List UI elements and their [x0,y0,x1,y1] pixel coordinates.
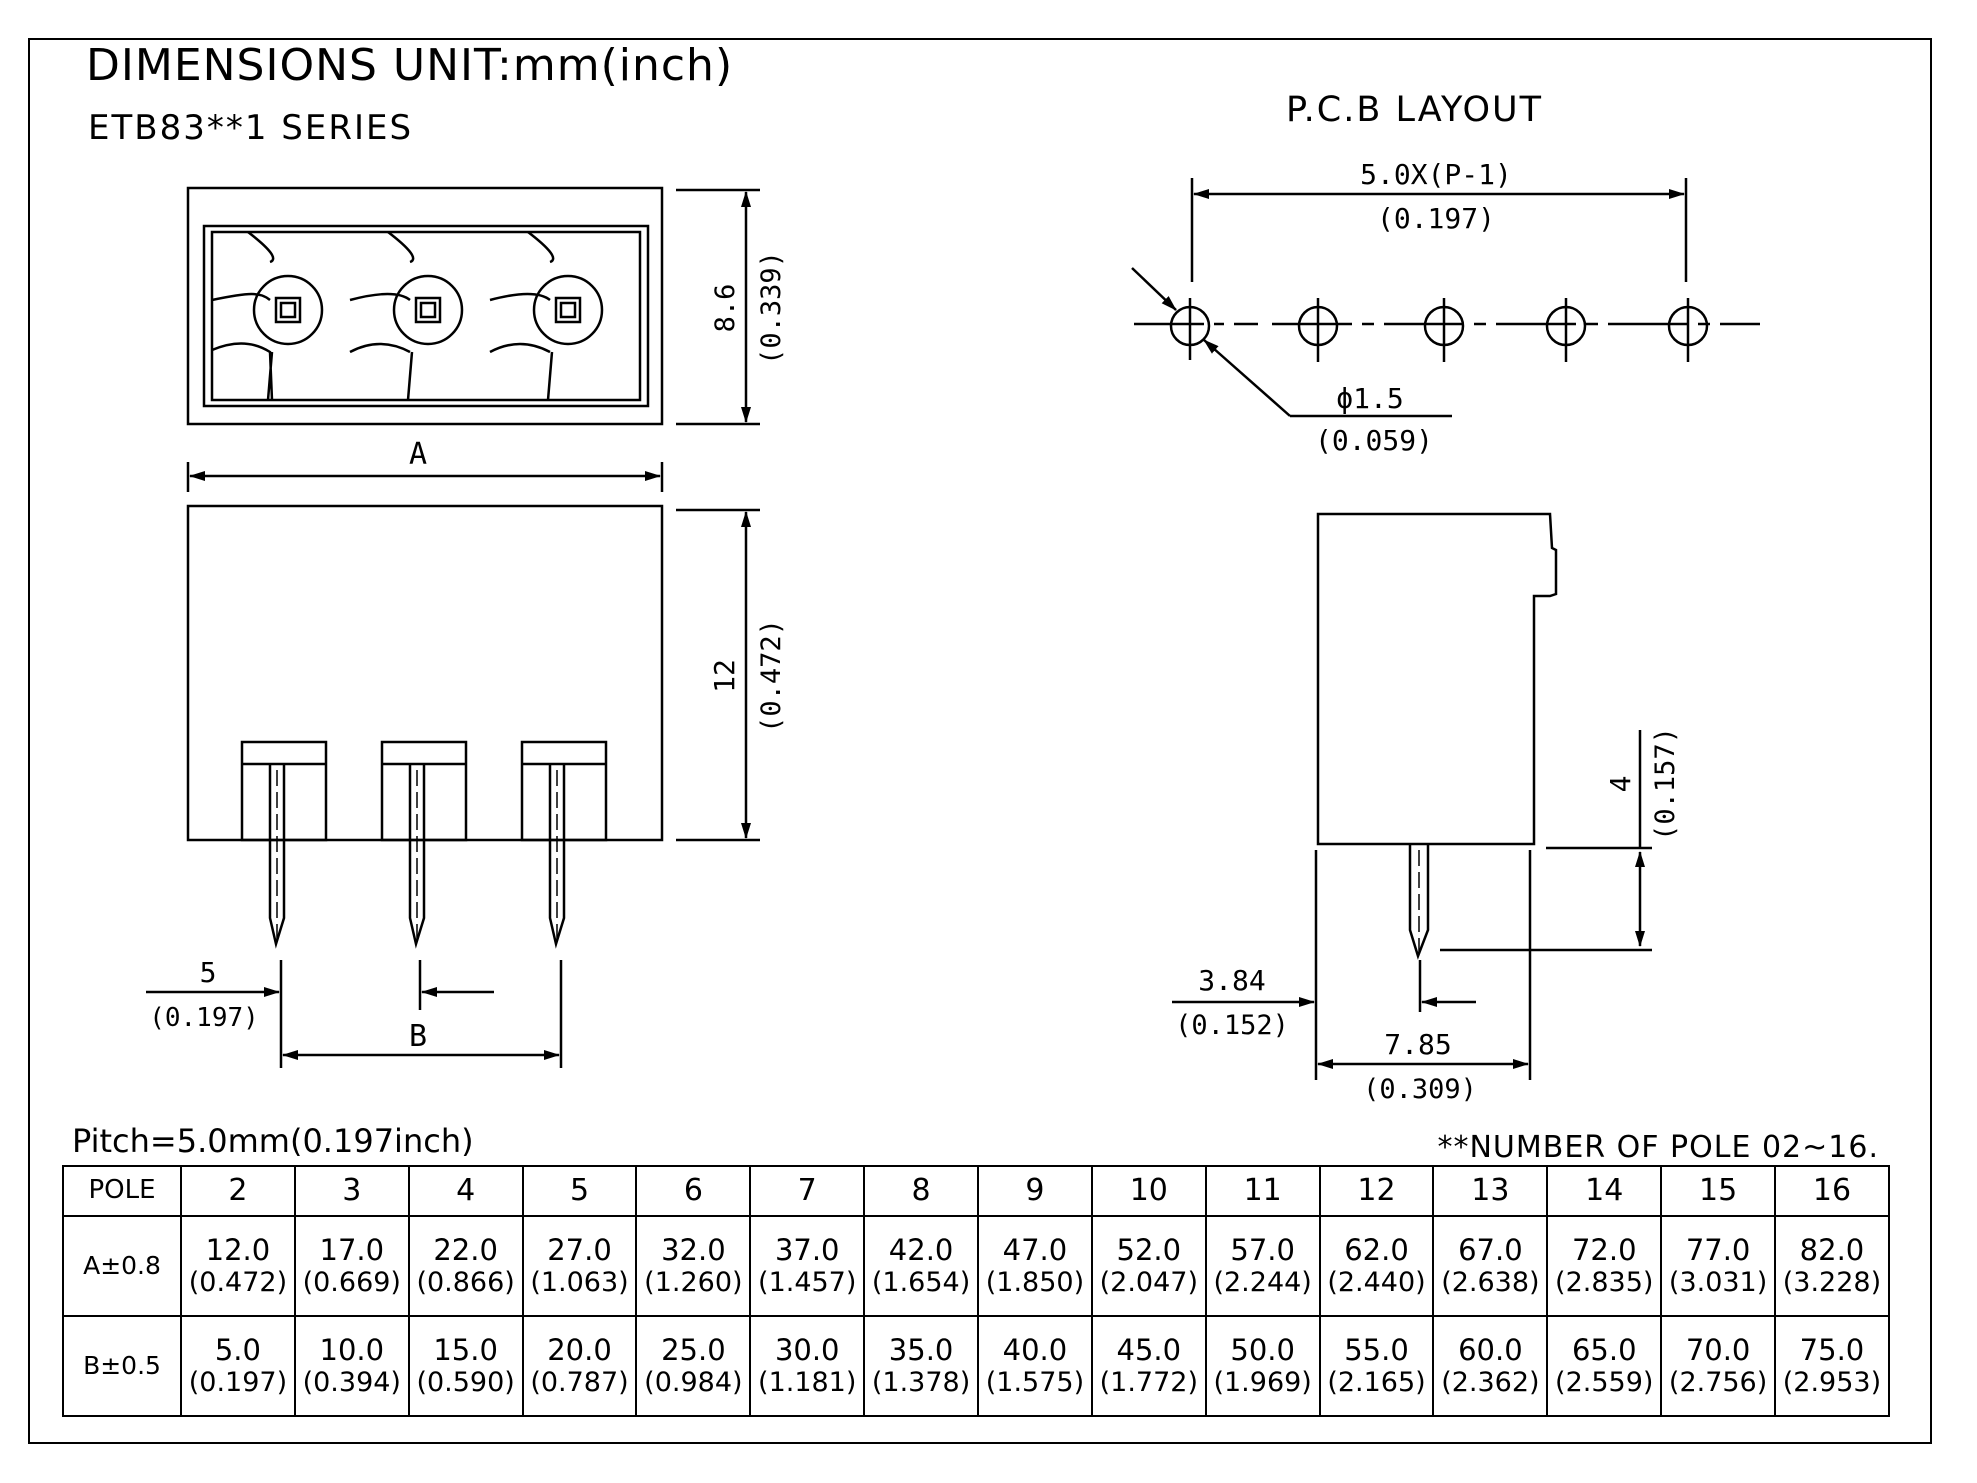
pitch-dim: 5 [200,956,217,989]
row-label: A±0.8 [62,1215,182,1317]
table-cell: 70.0(2.756) [1660,1315,1777,1417]
table-cell: 47.0(1.850) [977,1215,1093,1317]
table-header-label: POLE [62,1165,182,1217]
table-cell: 40.0(1.575) [977,1315,1093,1417]
table-cell: 42.0(1.654) [863,1215,980,1317]
pole-count: 9 [977,1165,1093,1217]
pole-count: 16 [1774,1165,1890,1217]
pole-count: 8 [863,1165,980,1217]
pole-count: 12 [1318,1165,1435,1217]
row-label: B±0.5 [62,1315,182,1417]
table-cell: 67.0(2.638) [1432,1215,1549,1317]
pole-count: 3 [293,1165,410,1217]
pcb-hole-pattern [1134,298,1760,362]
table-cell: 52.0(2.047) [1090,1215,1207,1317]
depth-dim: 7.85 [1384,1028,1451,1061]
front-view [186,504,664,949]
pin-length-dim: 4 [1604,776,1637,793]
pcb-span-dim: 5.0X(P-1) [1360,158,1512,191]
width-a-label: A [409,437,427,472]
top-height-dim-inch: (0.339) [756,251,787,365]
table-cell: 12.0(0.472) [180,1215,296,1317]
pcb-layout-title: P.C.B LAYOUT [1286,90,1544,130]
pole-count: 6 [635,1165,752,1217]
side-view [1316,512,1558,960]
pin-offset-dim-inch: (0.152) [1175,1010,1289,1041]
pitch-dim-inch: (0.197) [149,1003,259,1033]
pin-offset-dim: 3.84 [1198,964,1265,997]
pin-span-b-label: B [409,1019,427,1054]
pin-length-dim-inch: (0.157) [1650,727,1681,841]
table-cell: 55.0(2.165) [1318,1315,1435,1417]
table-cell: 10.0(0.394) [293,1315,410,1417]
pole-count: 14 [1546,1165,1663,1217]
pole-count: 4 [407,1165,524,1217]
table-cell: 32.0(1.260) [635,1215,752,1317]
table-cell: 27.0(1.063) [521,1215,638,1317]
hole-diameter-dim: ϕ1.5 [1336,382,1403,415]
pole-count: 2 [180,1165,296,1217]
table-cell: 72.0(2.835) [1546,1215,1663,1317]
table-cell: 62.0(2.440) [1318,1215,1435,1317]
pole-count: 13 [1432,1165,1549,1217]
depth-dim-inch: (0.309) [1363,1074,1477,1105]
pitch-note: Pitch=5.0mm(0.197inch) [72,1122,474,1160]
top-height-dim: 8.6 [710,284,741,333]
table-row: A±0.8 12.0(0.472) 17.0(0.669) 22.0(0.866… [62,1215,1890,1317]
drawing-frame [28,38,1932,1444]
table-cell: 30.0(1.181) [749,1315,866,1417]
table-cell: 60.0(2.362) [1432,1315,1549,1417]
dimension-table: POLE 2 3 4 5 6 7 8 9 10 11 12 13 14 15 1… [62,1165,1890,1417]
front-height-dim: 12 [708,659,741,693]
table-cell: 15.0(0.590) [407,1315,524,1417]
table-header-row: POLE 2 3 4 5 6 7 8 9 10 11 12 13 14 15 1… [62,1165,1890,1217]
table-cell: 17.0(0.669) [293,1215,410,1317]
table-cell: 37.0(1.457) [749,1215,866,1317]
pole-count: 11 [1204,1165,1321,1217]
table-cell: 75.0(2.953) [1774,1315,1890,1417]
top-view [186,186,664,426]
front-height-dim-inch: (0.472) [756,619,787,733]
pole-count: 7 [749,1165,866,1217]
table-cell: 5.0(0.197) [180,1315,296,1417]
table-cell: 45.0(1.772) [1090,1315,1207,1417]
table-cell: 57.0(2.244) [1204,1215,1321,1317]
pole-count: 10 [1090,1165,1207,1217]
table-cell: 50.0(1.969) [1204,1315,1321,1417]
table-row: B±0.5 5.0(0.197) 10.0(0.394) 15.0(0.590)… [62,1315,1890,1417]
table-cell: 22.0(0.866) [407,1215,524,1317]
table-cell: 35.0(1.378) [863,1315,980,1417]
table-cell: 82.0(3.228) [1774,1215,1890,1317]
series-name: ETB83**1 SERIES [88,108,414,148]
pole-count: 5 [521,1165,638,1217]
hole-diameter-dim-inch: (0.059) [1315,424,1433,457]
pcb-span-dim-inch: (0.197) [1377,202,1495,235]
table-cell: 25.0(0.984) [635,1315,752,1417]
table-cell: 20.0(0.787) [521,1315,638,1417]
pole-count: 15 [1660,1165,1777,1217]
pole-count-note: **NUMBER OF POLE 02~16. [1437,1130,1879,1165]
table-cell: 65.0(2.559) [1546,1315,1663,1417]
table-cell: 77.0(3.031) [1660,1215,1777,1317]
drawing-title: DIMENSIONS UNIT:mm(inch) [86,40,734,91]
